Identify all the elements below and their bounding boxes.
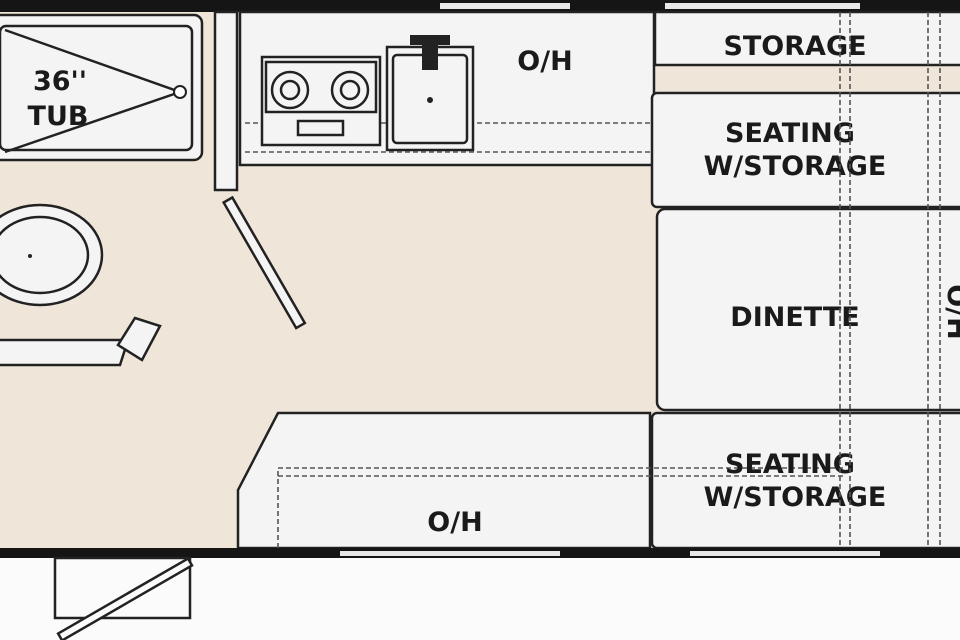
bottom-overhead-label: O/H <box>427 507 482 538</box>
kitchen-counter: O/H <box>238 10 656 167</box>
bathtub: 36'' TUB <box>0 13 204 162</box>
top-window <box>440 3 570 9</box>
entry-door[interactable] <box>56 556 194 640</box>
storage: STORAGE <box>653 10 960 67</box>
sink <box>385 35 475 152</box>
dinette-overhead-label: O/H <box>941 284 960 339</box>
vanity <box>0 316 162 367</box>
seating-bottom <box>650 411 960 550</box>
dinette-label: DINETTE <box>730 302 859 333</box>
bathroom-door <box>221 195 307 330</box>
tub-size-label: 36'' <box>33 66 87 97</box>
tub-label: TUB <box>28 101 89 132</box>
bottom-window <box>340 551 560 556</box>
storage-label: W/STORAGE <box>704 151 887 182</box>
seating-top: SEATING W/STORAGE <box>650 91 960 209</box>
kitchen-overhead-label: O/H <box>517 46 572 77</box>
top-window <box>665 3 860 9</box>
stove <box>260 55 382 147</box>
bathroom-wall <box>213 10 239 192</box>
toilet <box>0 203 104 307</box>
dinette-table: DINETTE <box>655 207 960 412</box>
storage-label: W/STORAGE <box>704 482 887 513</box>
storage-label: STORAGE <box>723 31 866 62</box>
seating-label: SEATING <box>725 449 855 480</box>
entry-step <box>53 556 192 620</box>
bottom-window <box>690 551 880 556</box>
seating-label: SEATING <box>725 118 855 149</box>
